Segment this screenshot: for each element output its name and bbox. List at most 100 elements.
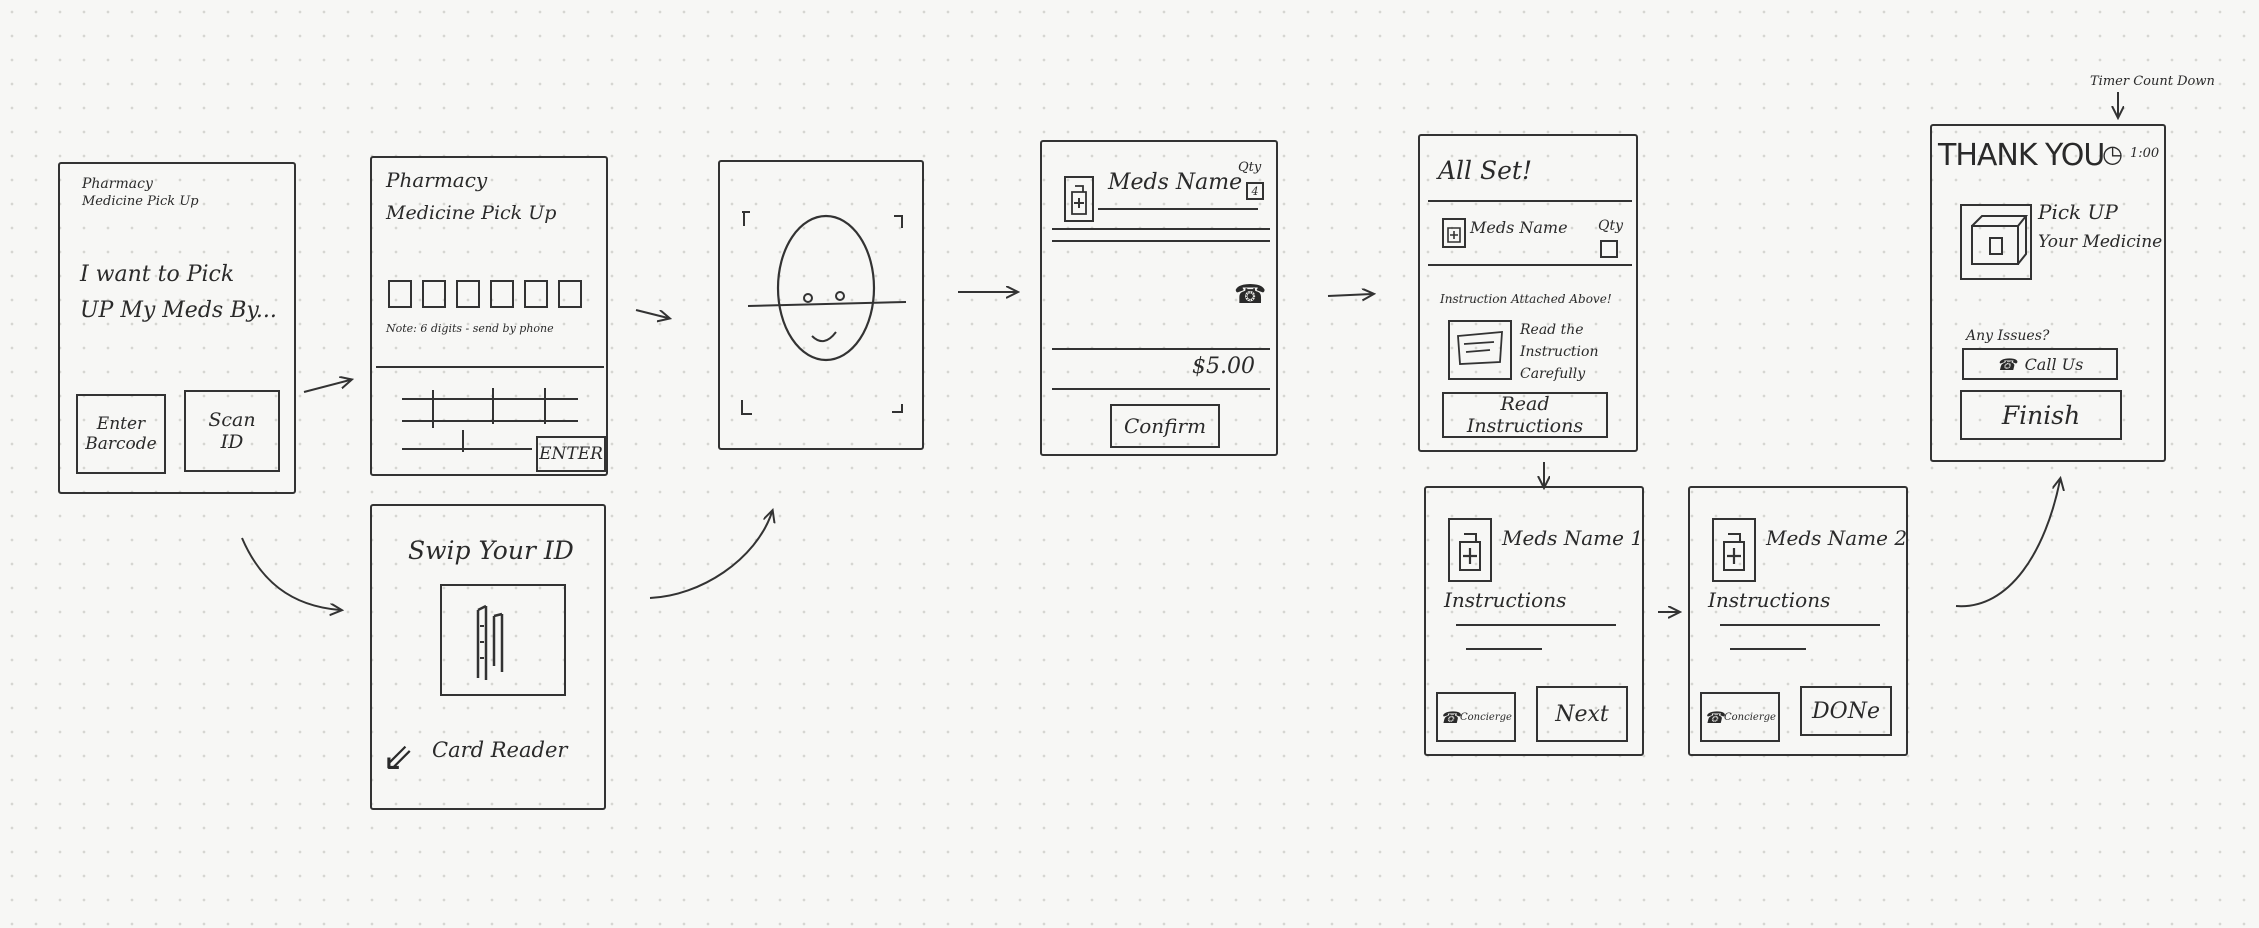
instruction-line: [1720, 624, 1880, 626]
divider: [1052, 388, 1270, 390]
screen-thank-you: THANK YOU ◷ 1:00 Pick UP Your Medicine A…: [1930, 124, 2166, 462]
confirm-button[interactable]: Confirm: [1110, 404, 1220, 448]
scan-id-label-2: ID: [220, 431, 244, 453]
pharmacy-subtitle: Medicine Pick Up: [386, 202, 557, 224]
screen-face-scan: [718, 160, 924, 450]
instruction-heading: Instruction Attached Above!: [1440, 292, 1612, 306]
enter-button[interactable]: ENTER: [536, 436, 606, 472]
enter-barcode-label-2: Barcode: [85, 434, 157, 454]
digit-box-1[interactable]: [388, 280, 412, 308]
med-bottle-icon: [1064, 176, 1094, 222]
next-button[interactable]: Next: [1536, 686, 1628, 742]
instruction-image: [1448, 320, 1512, 380]
qty-label: Qty: [1238, 160, 1262, 175]
arrow-barcode-to-face: [635, 309, 668, 318]
concierge-bell-icon: ☎: [1704, 707, 1724, 727]
arrow-start-to-swipe: [241, 537, 340, 610]
med-bottle-icon: [1712, 518, 1756, 582]
screen-swipe-id: Swip Your ID ⇙ Card Reader: [370, 504, 606, 810]
divider: [1098, 208, 1258, 210]
finish-button[interactable]: Finish: [1960, 390, 2122, 440]
card-reader-label: Card Reader: [432, 738, 568, 762]
code-note: Note: 6 digits - send by phone: [386, 322, 554, 335]
read-note-1: Read the: [1520, 322, 1584, 338]
qty-value-text: 4: [1251, 185, 1259, 198]
keypad-column: [462, 430, 464, 452]
concierge-label: Concierge: [1724, 711, 1776, 723]
screen-all-set: All Set! Meds Name Qty Instruction Attac…: [1418, 134, 1638, 452]
call-us-button[interactable]: ☎ Call Us: [1962, 348, 2118, 380]
face-scan-area: [741, 211, 907, 415]
pickup-locker-image: [1960, 204, 2032, 280]
med-bottle-icon: [1442, 218, 1466, 248]
scan-id-label-1: Scan: [208, 409, 256, 431]
meds-name: Meds Name 2: [1766, 526, 1908, 550]
scan-id-button[interactable]: Scan ID: [184, 390, 280, 472]
pickup-line-2: Your Medicine: [2038, 232, 2163, 252]
instruction-line: [1466, 648, 1542, 650]
screen-start: Pharmacy Medicine Pick Up I want to Pick…: [58, 162, 296, 494]
arrow-swipe-to-face: [649, 512, 772, 599]
divider: [1052, 228, 1270, 230]
pharmacy-title: Pharmacy: [386, 168, 488, 192]
qty-label: Qty: [1598, 218, 1624, 234]
intro-line-1: I want to Pick: [80, 262, 235, 287]
qty-value: 4: [1246, 182, 1264, 200]
thank-you-title: THANK YOU: [1938, 138, 2105, 173]
digit-box-4[interactable]: [490, 280, 514, 308]
screen-med-2-instructions: Meds Name 2 Instructions ☎ Concierge DON…: [1688, 486, 1908, 756]
pharmacy-subtitle: Medicine Pick Up: [82, 194, 199, 209]
concierge-button[interactable]: ☎ Concierge: [1436, 692, 1516, 742]
phone-icon: ☎: [1996, 354, 2017, 374]
arrow-start-to-barcode: [303, 380, 350, 393]
divider: [1052, 240, 1270, 242]
read-note-3: Carefully: [1520, 366, 1586, 382]
card-reader-arrow-icon: ⇙: [382, 735, 414, 779]
read-instructions-button[interactable]: Read Instructions: [1442, 392, 1608, 438]
instruction-line: [1730, 648, 1806, 650]
digit-box-6[interactable]: [558, 280, 582, 308]
arrow-med2-to-thankyou: [1955, 480, 2060, 608]
timer-annotation: Timer Count Down: [2090, 74, 2215, 89]
pharmacy-title: Pharmacy: [82, 176, 153, 192]
screen-barcode-entry: Pharmacy Medicine Pick Up Note: 6 digits…: [370, 156, 608, 476]
done-button[interactable]: DONe: [1800, 686, 1892, 736]
screen-confirm-order: Meds Name Qty 4 ☎ $5.00 Confirm: [1040, 140, 1278, 456]
intro-line-2: UP My Meds By...: [80, 298, 277, 323]
med-bottle-icon: [1448, 518, 1492, 582]
digit-box-3[interactable]: [456, 280, 480, 308]
arrow-confirm-to-allset: [1327, 294, 1372, 296]
any-issues-label: Any Issues?: [1966, 328, 2050, 344]
meds-name: Meds Name 1: [1502, 526, 1644, 550]
divider: [1052, 348, 1270, 350]
meds-name: Meds Name: [1470, 218, 1568, 237]
divider: [376, 366, 604, 368]
enter-barcode-button[interactable]: Enter Barcode: [76, 394, 166, 474]
call-us-label: Call Us: [2024, 354, 2084, 374]
concierge-bell-icon[interactable]: ☎: [1234, 280, 1267, 310]
pickup-line-1: Pick UP: [2038, 200, 2118, 224]
keypad-row: [402, 398, 578, 400]
swipe-id-title: Swip Your ID: [408, 536, 574, 565]
read-note-2: Instruction: [1520, 344, 1599, 360]
timer-value: 1:00: [2130, 146, 2160, 161]
keypad-row: [402, 420, 578, 422]
keypad-row: [402, 448, 532, 450]
id-card-image: [440, 584, 566, 696]
keypad-column: [492, 388, 494, 424]
concierge-label: Concierge: [1460, 711, 1512, 723]
keypad-column: [544, 388, 546, 424]
digit-box-2[interactable]: [422, 280, 446, 308]
digit-box-5[interactable]: [524, 280, 548, 308]
concierge-button[interactable]: ☎ Concierge: [1700, 692, 1780, 742]
instruction-line: [1456, 624, 1616, 626]
enter-barcode-label-1: Enter: [96, 414, 146, 434]
clock-icon: ◷: [2102, 140, 2123, 168]
price: $5.00: [1192, 354, 1255, 379]
instructions-label: Instructions: [1444, 588, 1567, 612]
screen-med-1-instructions: Meds Name 1 Instructions ☎ Concierge Nex…: [1424, 486, 1644, 756]
divider: [1428, 264, 1632, 266]
concierge-bell-icon: ☎: [1440, 707, 1460, 727]
instructions-label: Instructions: [1708, 588, 1831, 612]
divider: [1428, 200, 1632, 202]
